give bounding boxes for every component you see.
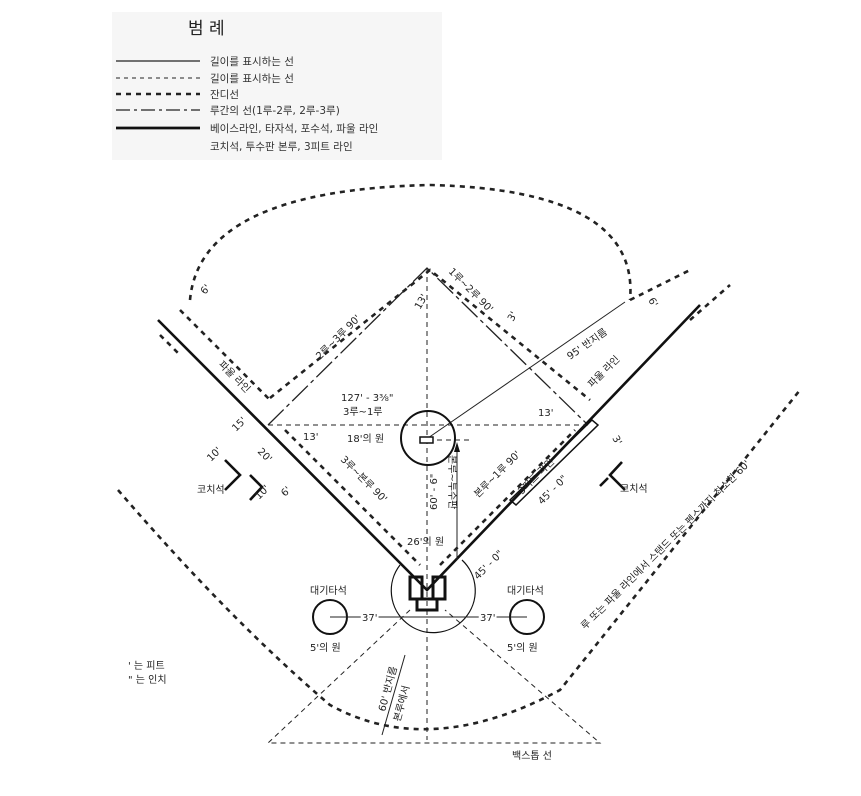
batter-box <box>408 575 447 612</box>
inch-note: " 는 인치 <box>128 674 167 686</box>
pitcher-circle <box>400 410 456 466</box>
on-deck-label: 대기타석 <box>507 585 544 597</box>
dim-label: 본루~투수판 <box>446 455 458 509</box>
dim-label: 37' <box>480 613 495 624</box>
legend-background <box>112 12 442 160</box>
base-path-line <box>267 267 589 426</box>
three-foot-line <box>508 418 600 507</box>
dim-label: 6' <box>279 485 293 499</box>
home-circle <box>390 559 476 634</box>
infield-grass-arc <box>188 183 632 301</box>
dim-label: 6' <box>645 296 659 309</box>
base-distance-label: 2루~3루 90' <box>314 313 364 363</box>
dim-label: 127' - 3⅜" <box>341 393 393 404</box>
dim-label: 37' <box>362 613 377 624</box>
dim-label: 15' <box>230 415 249 434</box>
dim-label: 3루~1루 <box>343 406 383 418</box>
legend-label: 잔디선 <box>210 89 239 101</box>
circle-label: 5'의 원 <box>310 642 341 654</box>
legend-label: 베이스라인, 타자석, 포수석, 파울 라인 <box>210 123 378 135</box>
dim-label: 60' - 6" <box>429 474 440 510</box>
radius-60-line <box>381 654 406 736</box>
stand-distance-label: 루 또는 파울 라인에서 스탠드 또는 펜스까지 최소한 60' <box>579 458 753 632</box>
circle-label: 5'의 원 <box>507 642 538 654</box>
foul-line-label: 파울 라인 <box>586 353 623 390</box>
dim-label: 13' <box>303 432 318 443</box>
infield-grass-line <box>179 268 591 402</box>
backstop-triangle <box>266 609 602 744</box>
circle-label: 26'의 원 <box>407 536 444 548</box>
dim-label: 3' <box>609 434 623 447</box>
base-distance-label: 3루~본루 90' <box>338 454 390 506</box>
dim-label: 13' <box>413 293 430 312</box>
foul-grass-line <box>159 284 731 566</box>
feet-note: ' 는 피트 <box>128 660 165 672</box>
base-distance-label: 1루~2루 90' <box>446 266 496 316</box>
pitcher-rubber <box>419 436 434 444</box>
coach-box-label: 코치석 <box>620 483 648 495</box>
grass-corner <box>629 268 691 302</box>
on-deck-label: 대기타석 <box>310 585 347 597</box>
legend-label: 루간의 선(1루-2루, 2루-3루) <box>210 105 340 117</box>
stand-distance-line <box>117 389 802 731</box>
coach-box-right <box>599 461 626 491</box>
dim-label: 6' <box>199 283 213 297</box>
legend-label: 길이를 표시하는 선 <box>210 72 294 85</box>
coach-box-label: 코치석 <box>197 484 225 496</box>
dim-label: 45' - 0" <box>472 549 506 583</box>
legend: 범 례 길이를 표시하는 선 길이를 표시하는 선 잔디선 루간의 선(1루-2… <box>112 12 442 160</box>
dim-label: 10' <box>253 483 272 502</box>
backstop-label: 백스톱 선 <box>512 750 552 762</box>
foul-line <box>157 304 701 592</box>
radius-95-line <box>427 301 626 439</box>
radius-label: 95' 반지름 <box>565 326 610 362</box>
legend-title: 범 례 <box>188 19 225 39</box>
arrow-icon <box>454 442 460 452</box>
dim-label: 10' <box>205 445 224 464</box>
dim-label: 13' <box>538 408 553 419</box>
dim-label: 20' <box>255 446 274 465</box>
dim-label: 3' <box>506 310 520 323</box>
legend-label: 길이를 표시하는 선 <box>210 55 294 68</box>
circle-label: 18'의 원 <box>347 433 384 445</box>
base-distance-label: 본루~1루 90' <box>472 449 524 501</box>
legend-label: 코치석, 투수판 본루, 3피트 라인 <box>210 141 353 153</box>
coach-box-left <box>224 459 264 501</box>
